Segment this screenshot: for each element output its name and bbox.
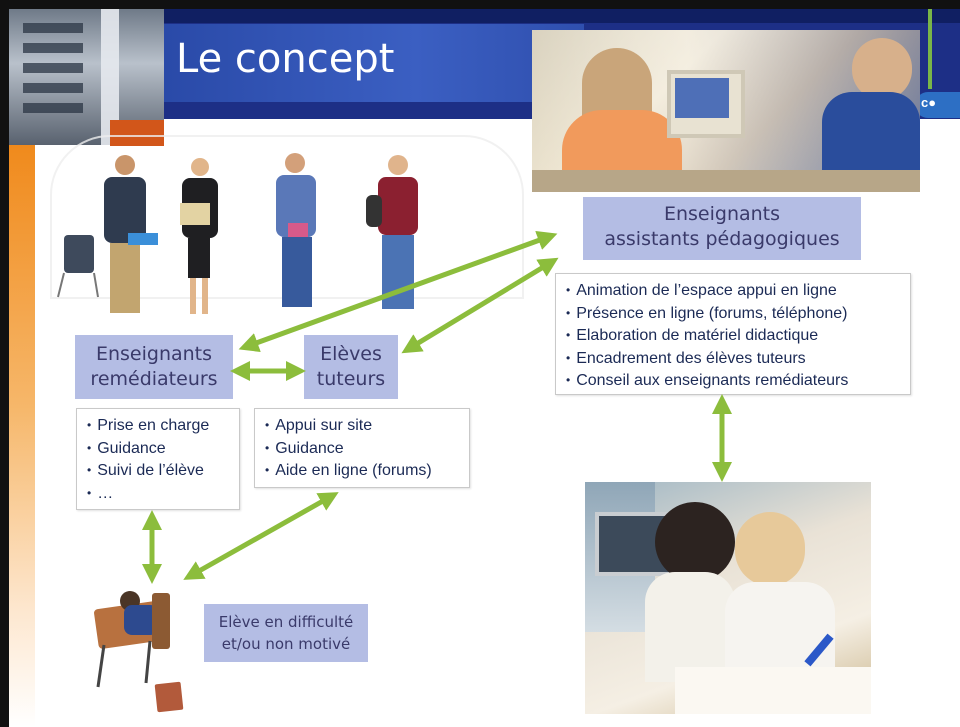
list-item: Prise en charge (87, 415, 229, 438)
list-item: Conseil aux enseignants remédiateurs (566, 370, 900, 393)
logo-text: c● (921, 95, 937, 110)
node-eleve-difficulte-line2: et/ou non motivé (221, 635, 351, 653)
green-accent-line (928, 9, 932, 89)
logo: c● (915, 92, 960, 118)
teacher-woman-figure (180, 158, 218, 314)
slide-title: Le concept (176, 36, 395, 82)
list-remediateurs: Prise en charge Guidance Suivi de l’élèv… (76, 408, 240, 510)
node-enseignants-assistants: Enseignants assistants pédagogiques (583, 197, 861, 260)
students-working-photo (585, 482, 871, 714)
list-item: Aide en ligne (forums) (265, 460, 459, 483)
node-eleve-difficulte: Elève en difficulté et/ou non motivé (204, 604, 368, 662)
people-illustration (57, 153, 418, 314)
node-eleves-tuteurs-line1: Elèves (320, 343, 382, 365)
list-item: Encadrement des élèves tuteurs (566, 348, 900, 371)
struggling-student-illustration (94, 591, 184, 713)
list-item: Guidance (87, 438, 229, 461)
node-enseignants-remediateurs: Enseignants remédiateurs (75, 335, 233, 399)
list-item: Présence en ligne (forums, téléphone) (566, 303, 900, 326)
list-item: Suivi de l’élève (87, 460, 229, 483)
title-bar (164, 24, 584, 102)
list-item: Animation de l’espace appui en ligne (566, 280, 900, 303)
list-item: Appui sur site (265, 415, 459, 438)
list-tuteurs: Appui sur site Guidance Aide en ligne (f… (254, 408, 470, 488)
list-item: … (87, 483, 229, 506)
header-stripe (164, 9, 960, 23)
list-item: Elaboration de matériel didactique (566, 325, 900, 348)
teacher-man-figure (57, 155, 158, 313)
teachers-office-photo (532, 30, 920, 192)
top-border (0, 0, 960, 9)
student-girl-figure (366, 155, 418, 309)
list-assistants: Animation de l’espace appui en ligne Pré… (555, 273, 911, 395)
student-boy-figure (276, 153, 316, 307)
orange-card (110, 120, 164, 146)
list-item: Guidance (265, 438, 459, 461)
left-border (0, 0, 9, 727)
node-enseignants-assistants-line1: Enseignants (663, 203, 781, 225)
node-eleves-tuteurs: Elèves tuteurs (304, 335, 398, 399)
node-eleves-tuteurs-line2: tuteurs (316, 368, 386, 390)
node-enseignants-remediateurs-line2: remédiateurs (90, 368, 218, 390)
node-eleve-difficulte-line1: Elève en difficulté (218, 613, 354, 631)
node-enseignants-remediateurs-line1: Enseignants (95, 343, 213, 365)
node-enseignants-assistants-line2: assistants pédagogiques (604, 228, 840, 250)
orange-side-band (9, 145, 35, 727)
